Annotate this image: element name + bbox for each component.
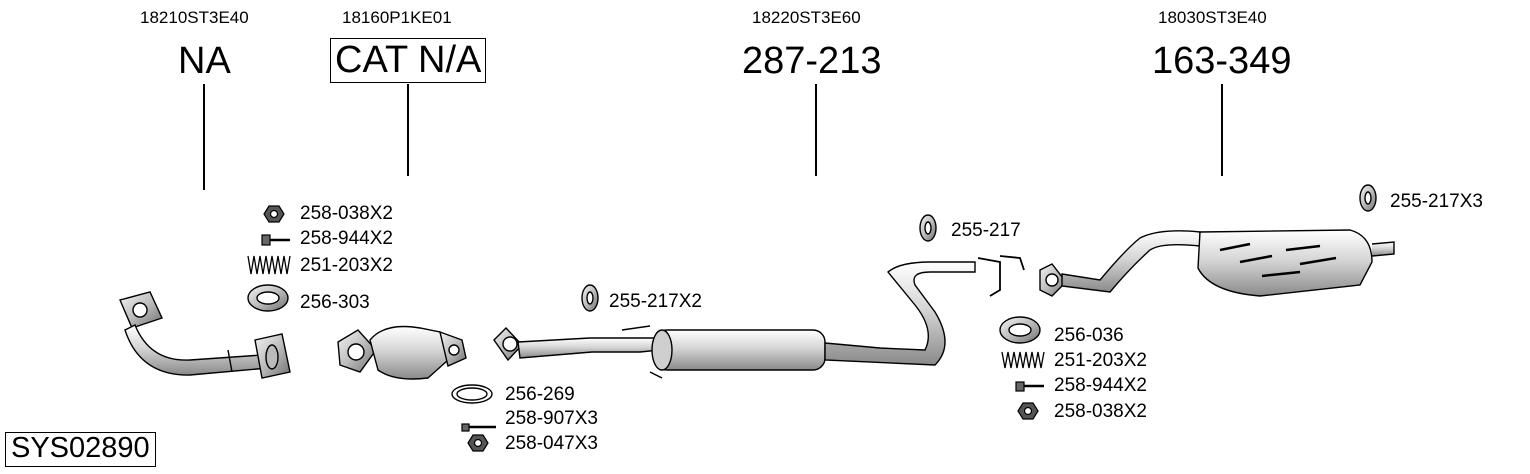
part-label-nut-front[interactable]: 258-038X2 — [300, 203, 393, 224]
spring-icon — [247, 255, 291, 275]
bolt-icon — [1015, 381, 1044, 392]
ref-middle-pipe[interactable]: 287-213 — [742, 40, 882, 82]
catalyst-drawing — [337, 325, 467, 380]
nut-icon — [467, 434, 489, 452]
part-label-mount-rear[interactable]: 255-217 — [951, 220, 1021, 241]
system-code-box: SYS02890 — [5, 432, 156, 467]
part-label-gasket-rear[interactable]: 256-036 — [1054, 325, 1124, 346]
part-label-gasket-front[interactable]: 256-303 — [300, 292, 370, 313]
front-pipe-drawing — [119, 291, 291, 379]
part-label-mount-mid[interactable]: 255-217X2 — [609, 291, 702, 312]
part-label-spring-rear[interactable]: 251-203X2 — [1054, 350, 1147, 371]
leader-lines — [203, 84, 1223, 190]
oem-number-catalyst: 18160P1KE01 — [342, 8, 452, 27]
rear-silencer-drawing — [1039, 229, 1395, 297]
spring-icon — [1001, 351, 1045, 369]
rubber-mount-icon — [919, 214, 937, 242]
rubber-mount-icon — [581, 284, 599, 312]
part-label-bolt-cat[interactable]: 258-907X3 — [505, 408, 598, 429]
part-label-nut-cat[interactable]: 258-047X3 — [505, 433, 598, 454]
bolt-icon — [461, 423, 496, 432]
rubber-mount-icon — [1359, 184, 1377, 212]
nut-icon — [1017, 402, 1039, 420]
ref-catalyst[interactable]: CAT N/A — [330, 38, 487, 83]
oem-number-front-pipe: 18210ST3E40 — [140, 8, 249, 27]
gasket-icon — [247, 284, 289, 312]
part-label-bolt-front[interactable]: 258-944X2 — [300, 228, 393, 249]
part-label-gasket-cat[interactable]: 256-269 — [505, 384, 575, 405]
part-label-mount-tail[interactable]: 255-217X3 — [1390, 191, 1483, 212]
gasket-icon — [999, 316, 1041, 344]
oem-number-rear-silencer: 18030ST3E40 — [1158, 8, 1267, 27]
ref-rear-silencer[interactable]: 163-349 — [1152, 40, 1292, 82]
part-label-spring-front[interactable]: 251-203X2 — [300, 255, 393, 276]
gasket-icon — [451, 384, 493, 404]
ref-front-pipe[interactable]: NA — [178, 40, 231, 82]
part-label-bolt-rear[interactable]: 258-944X2 — [1054, 375, 1147, 396]
middle-pipe-drawing — [493, 255, 1025, 379]
oem-number-middle-pipe: 18220ST3E60 — [752, 8, 861, 27]
part-label-nut-rear[interactable]: 258-038X2 — [1054, 401, 1147, 422]
bolt-icon — [261, 234, 290, 246]
nut-icon — [263, 205, 285, 223]
